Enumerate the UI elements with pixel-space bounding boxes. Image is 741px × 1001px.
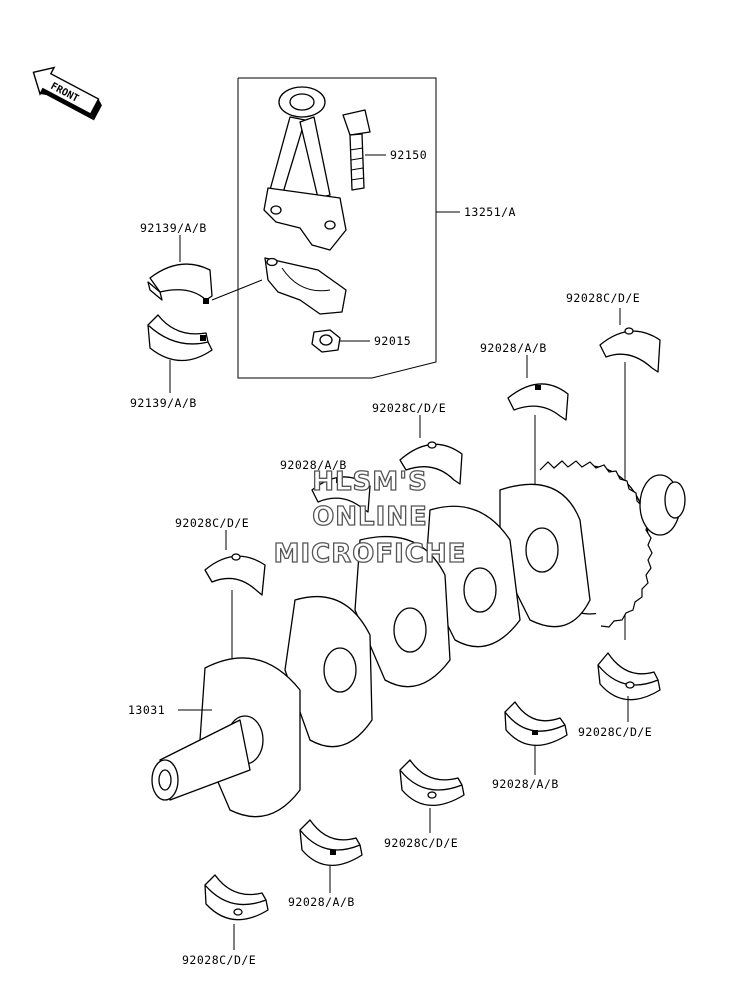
label-main-bearing-10: 92028C/D/E xyxy=(182,953,256,967)
label-main-bearing-7: 92028/A/B xyxy=(492,777,559,791)
watermark-line1: HLSM'S xyxy=(312,467,428,497)
label-main-bearing-2: 92028/A/B xyxy=(480,341,547,355)
conrod-bearing-upper xyxy=(147,263,213,304)
label-conrod-assy: 13251/A xyxy=(464,205,516,219)
label-main-bearing-5: 92028C/D/E xyxy=(175,516,249,530)
label-main-bearing-1: 92028C/D/E xyxy=(566,291,640,305)
main-bearing-shell-5 xyxy=(204,553,266,596)
main-bearing-shell-6 xyxy=(597,652,661,701)
watermark-line3: MICROFICHE xyxy=(274,539,467,569)
label-conrod-bolt: 92150 xyxy=(390,148,427,162)
label-conrod-bearing-lower: 92139/A/B xyxy=(130,396,197,410)
label-conrod-nut: 92015 xyxy=(374,334,411,348)
crankshaft xyxy=(151,460,686,818)
main-bearing-shell-3 xyxy=(399,441,463,485)
label-crankshaft: 13031 xyxy=(128,703,165,717)
label-conrod-bearing-upper: 92139/A/B xyxy=(140,221,207,235)
conrod-nut xyxy=(311,329,341,353)
connecting-rod-cap xyxy=(264,257,347,315)
label-main-bearing-4: 92028/A/B xyxy=(280,458,347,472)
connecting-rod xyxy=(263,86,347,251)
conrod-bearing-lower xyxy=(147,314,213,362)
label-main-bearing-3: 92028C/D/E xyxy=(372,401,446,415)
watermark-line2: ONLINE xyxy=(312,502,428,532)
conrod-assy-frame xyxy=(237,77,437,379)
main-bearing-shell-8 xyxy=(399,759,465,807)
main-bearing-shell-10 xyxy=(204,874,269,921)
main-bearing-shell-7 xyxy=(504,701,568,747)
main-bearing-shell-2 xyxy=(507,383,569,421)
conrod-bolt xyxy=(342,109,371,191)
front-arrow-icon: FRONT xyxy=(32,66,102,121)
label-main-bearing-9: 92028/A/B xyxy=(288,895,355,909)
label-main-bearing-8: 92028C/D/E xyxy=(384,836,458,850)
main-bearing-shell-9 xyxy=(299,819,363,867)
label-main-bearing-6: 92028C/D/E xyxy=(578,725,652,739)
main-bearing-shell-4 xyxy=(311,476,371,513)
main-bearing-shell-1 xyxy=(599,327,661,373)
